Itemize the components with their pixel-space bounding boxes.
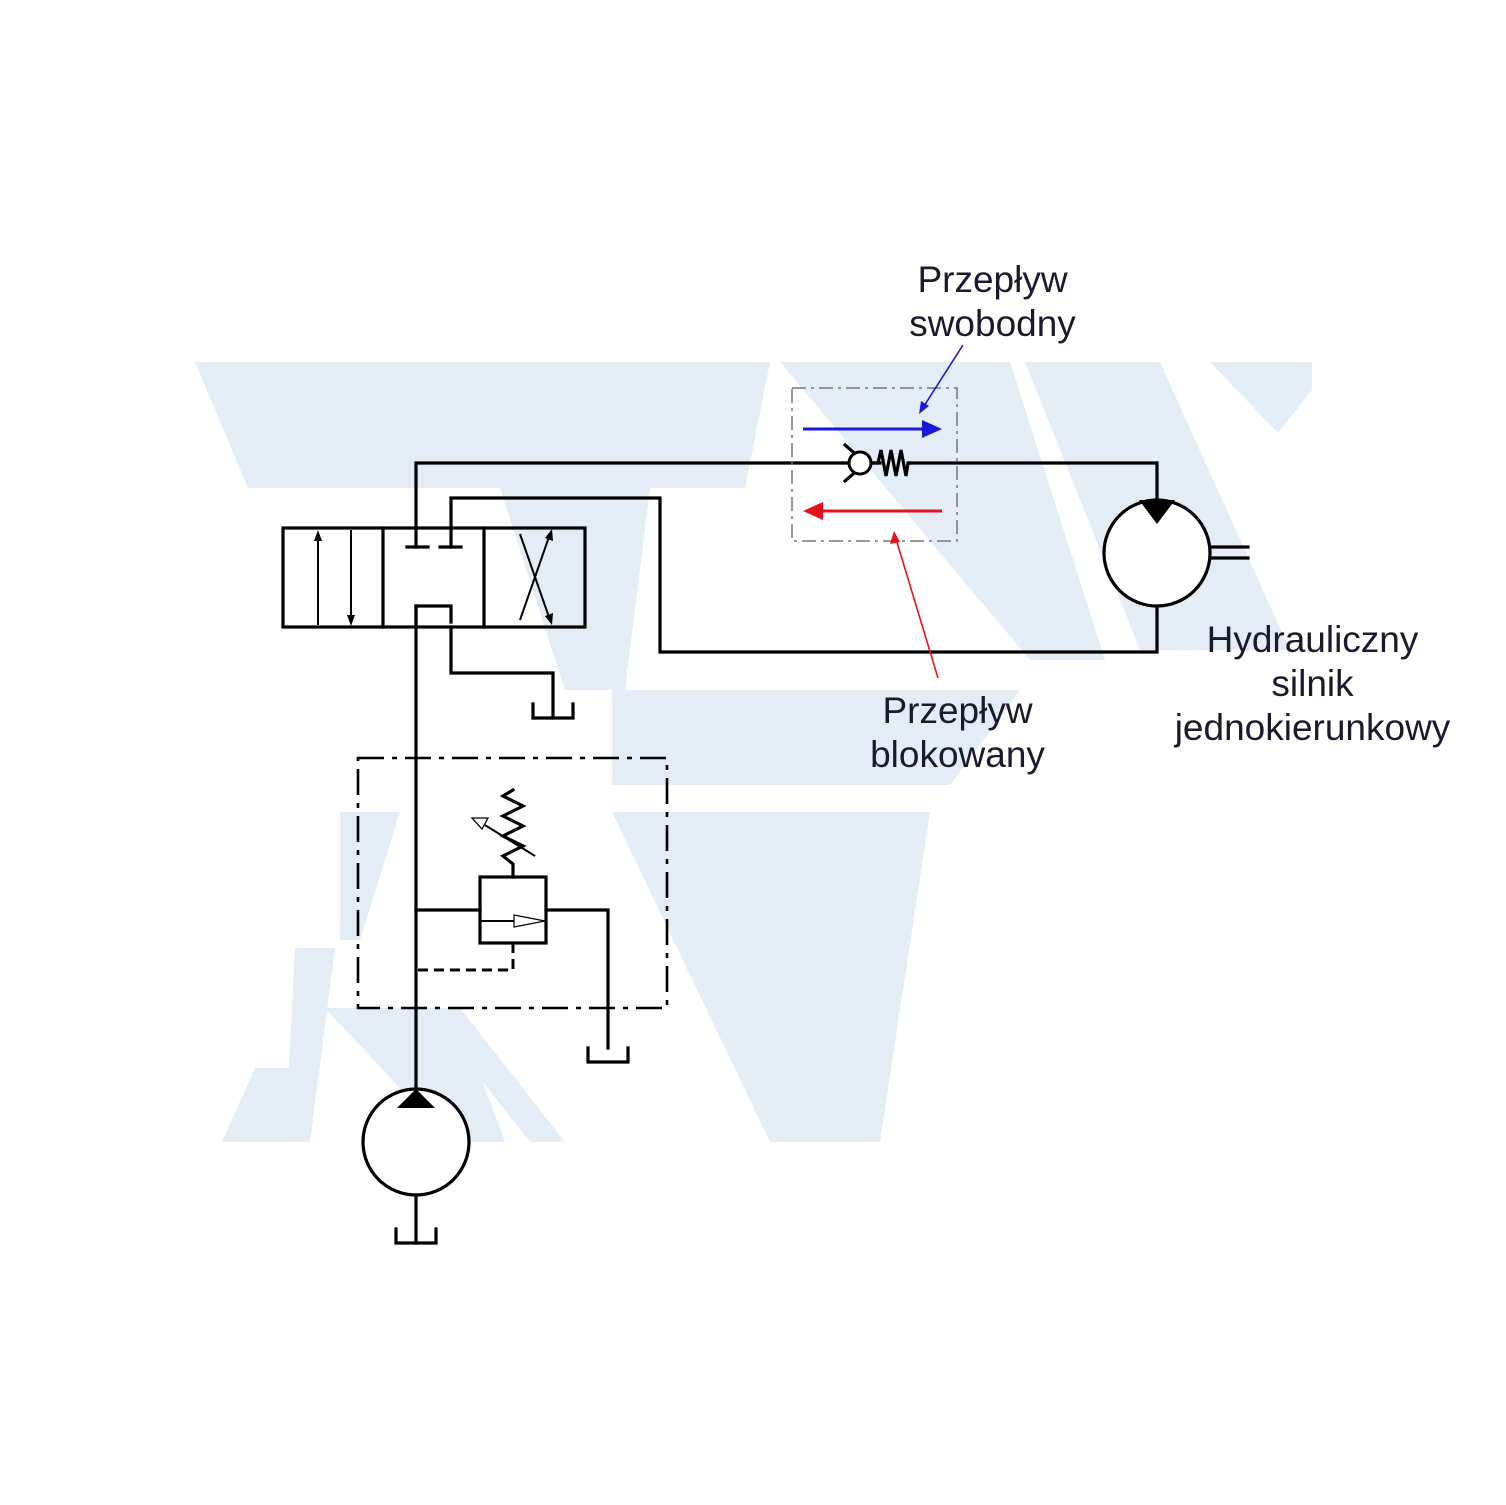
directional-control-valve (281, 526, 587, 629)
free-flow-arrow (803, 420, 942, 438)
tank-valve (531, 702, 575, 720)
tank-pump (394, 1193, 438, 1245)
watermark-logo (195, 362, 1312, 1142)
free-flow-label: Przepływ swobodny (860, 258, 1125, 346)
motor-label: Hydrauliczny silnik jednokierunkowy (1130, 618, 1495, 750)
free-flow-leader (919, 344, 964, 414)
hydraulic-motor (1102, 498, 1250, 608)
hydraulic-lines (414, 461, 1159, 1092)
blocked-flow-label-line1: Przepływ (882, 690, 1033, 731)
motor-label-line2: silnik (1271, 663, 1354, 704)
blocked-flow-leader (890, 531, 939, 679)
free-flow-label-line2: swobodny (909, 303, 1076, 344)
pressure-relief-valve (356, 756, 669, 1050)
check-valve (791, 387, 958, 542)
blocked-flow-label: Przepływ blokowany (825, 689, 1090, 777)
free-flow-label-line1: Przepływ (917, 259, 1068, 300)
tank-relief (586, 1046, 630, 1064)
blocked-flow-arrow (803, 502, 942, 520)
motor-label-line1: Hydrauliczny (1206, 619, 1419, 660)
motor-label-line3: jednokierunkowy (1174, 707, 1451, 748)
blocked-flow-label-line2: blokowany (870, 734, 1045, 775)
hydraulic-pump (361, 1087, 471, 1197)
